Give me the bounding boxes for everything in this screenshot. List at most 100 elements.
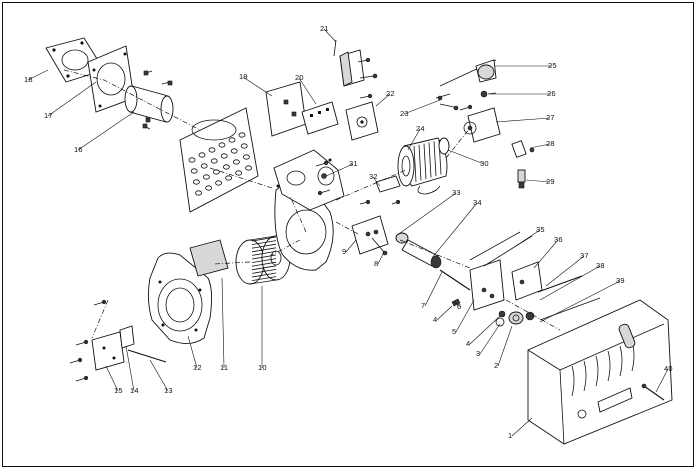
part-19-bracket (265, 81, 307, 137)
perforation-hole (230, 148, 238, 154)
cover-rib (607, 350, 611, 382)
callout-leader-line (187, 335, 198, 369)
callout-leader-line (325, 163, 354, 177)
callout-leader-line (372, 176, 381, 187)
callout-leader-line (125, 345, 135, 392)
callout-leader-line (403, 99, 441, 115)
part-28-solenoid-coil (511, 140, 535, 158)
part-number-label: 4 (433, 315, 437, 324)
part-11-air-shield (189, 239, 229, 277)
perforation-hole (195, 190, 203, 196)
part-38-washer (525, 311, 535, 321)
part-1-burner-cover (527, 299, 673, 445)
part-23-pipe-connector (435, 93, 459, 111)
fan-blade (251, 258, 277, 263)
part-number-label: 7 (421, 301, 425, 310)
callout-leader-line (395, 192, 457, 237)
perforation-hole (228, 137, 236, 143)
callout-leader-line (105, 365, 119, 392)
part-39-knob (539, 297, 601, 321)
fan-blade (251, 254, 277, 260)
part-22-control-box (345, 101, 379, 141)
callout-leader-line (469, 315, 501, 345)
callout-leader-line (539, 280, 621, 323)
part-number-label: 28 (546, 139, 555, 148)
part-number-label: 36 (554, 235, 563, 244)
part-number-label: 31 (349, 159, 358, 168)
part-29-valve (517, 169, 526, 189)
part-number-label: 11 (220, 363, 228, 372)
perforation-hole (188, 157, 196, 163)
part-number-label: 19 (239, 72, 248, 81)
part-number-label: 15 (114, 386, 123, 395)
callout-leader-line (323, 28, 337, 43)
part-9-electrode-holder (351, 215, 389, 255)
part-number-label: 21 (320, 24, 329, 33)
fan-blade (251, 272, 277, 278)
callout-leader-line (525, 179, 551, 183)
perforation-hole (210, 158, 218, 164)
callout-leader-line (539, 265, 601, 301)
perforation-hole (238, 132, 246, 138)
fan-blade (251, 269, 277, 274)
part-35-lever (469, 231, 533, 267)
callout-leader-line (221, 277, 225, 369)
diagram-border (2, 2, 694, 467)
perforation-hole (215, 180, 223, 186)
perforation-hole (222, 164, 230, 170)
perforation-hole (190, 168, 198, 174)
part-37-bolt (537, 275, 583, 293)
part-33-nozzle (395, 232, 409, 244)
fan-blade (251, 251, 277, 256)
part-number-label: 2 (494, 361, 498, 370)
callout-leader-line (27, 69, 49, 81)
part-20-terminal-block (301, 101, 339, 135)
cover-rib (571, 365, 575, 397)
callout-leader-line (149, 359, 169, 392)
part-number-label: 5 (452, 327, 456, 336)
callout-leader-line (345, 239, 357, 253)
fastener-screws-left (142, 70, 173, 130)
part-number-label: 18 (24, 75, 33, 84)
part-number-label: 10 (258, 363, 267, 372)
part-12-fan-housing (147, 252, 213, 344)
burner-main-housing (273, 149, 345, 271)
cover-rib (595, 355, 599, 387)
part-17-mount-plate (87, 45, 135, 113)
callout-leader-line (436, 305, 453, 321)
part-number-label: 1 (508, 431, 512, 440)
part-40-screw (641, 383, 665, 401)
fan-blade (251, 240, 277, 245)
part-number-label: 39 (616, 276, 625, 285)
part-number-label: 16 (74, 145, 83, 154)
perforation-hole (225, 175, 233, 181)
callout-leader-line (431, 202, 478, 259)
perforation-hole (240, 143, 248, 149)
callout-leader-line (242, 76, 273, 97)
perforation-hole (242, 154, 250, 160)
perforation-hole (202, 174, 210, 180)
perforation-hole (220, 153, 228, 159)
part-number-label: 13 (164, 386, 173, 395)
fan-blade (251, 243, 277, 249)
perforation-hole (212, 169, 220, 175)
part-30-motor-capacitor (438, 137, 450, 155)
part-number-label: 34 (473, 198, 482, 207)
callout-leader-line (495, 117, 551, 123)
part-36-air-adjust-plate (511, 261, 543, 301)
callout-leader-line (298, 77, 317, 105)
part-4-screw (498, 310, 506, 318)
part-number-label: 35 (536, 225, 545, 234)
part-13-rod (127, 349, 167, 363)
part-34-draw-tube (401, 239, 442, 269)
part-number-label: 22 (386, 89, 395, 98)
callout-leader-line (455, 299, 475, 333)
perforation-hole (200, 163, 208, 169)
motor-cooling-fin (428, 142, 432, 178)
part-number-label: 37 (580, 251, 589, 260)
part-26-fitting (480, 90, 497, 98)
loose-screws (69, 57, 473, 382)
part-number-label: 29 (546, 177, 555, 186)
